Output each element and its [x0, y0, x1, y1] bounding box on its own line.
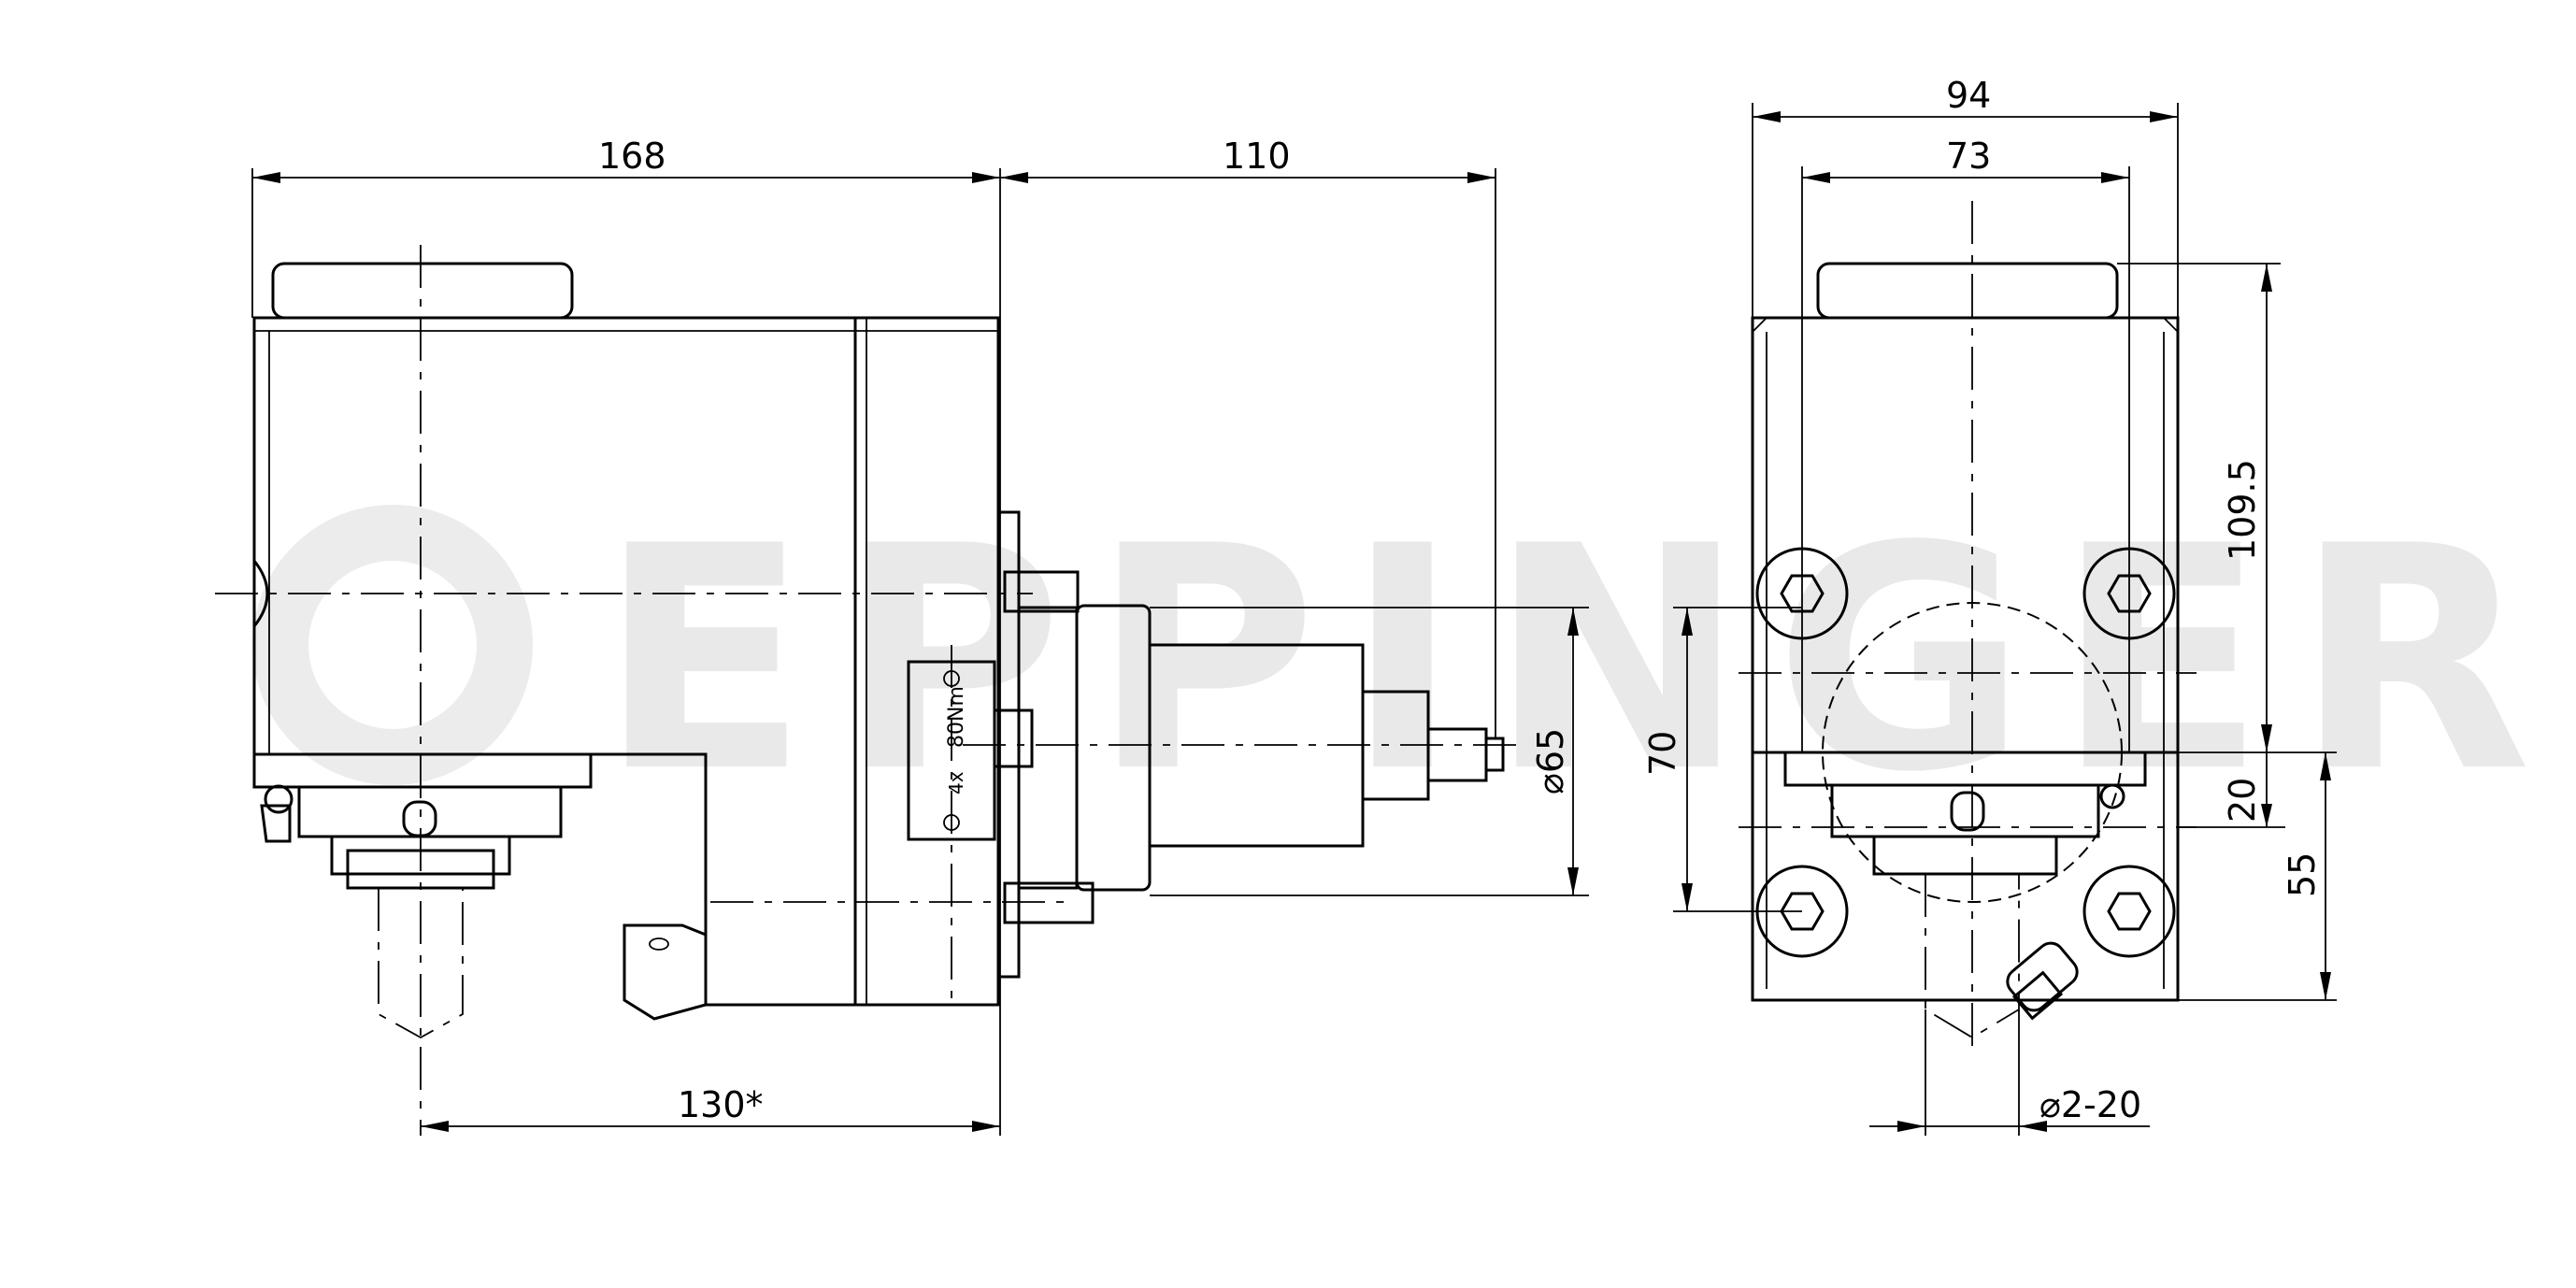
side-dimensions: 168 110 ⌀65 130*	[251, 136, 1589, 1136]
side-spindle-tip	[1484, 737, 1505, 772]
arrow-1095-top	[2261, 264, 2272, 292]
dim-73-label: 73	[1946, 136, 1991, 177]
arrow-110-right	[1467, 172, 1496, 183]
front-holder-collar	[1783, 751, 2147, 787]
arrow-d65-top	[1567, 608, 1579, 636]
side-view: 80Nm 4x	[215, 245, 1519, 1136]
watermark-group: EPPINGER	[252, 480, 2560, 839]
side-lower-pin	[1003, 881, 1095, 924]
dim-20-label: 20	[2222, 778, 2263, 823]
front-left-chamfer	[1752, 317, 1767, 333]
front-top-cap	[1816, 262, 2119, 320]
front-bolt-bottom-right	[2082, 865, 2176, 958]
arrow-168-left	[252, 172, 280, 183]
arrow-94-right	[2150, 111, 2178, 122]
front-right-chamfer	[2163, 317, 2179, 333]
side-coolant-connector	[623, 923, 708, 1021]
side-body-bulge	[252, 560, 269, 627]
arrow-55-bottom	[2320, 972, 2331, 1000]
side-holder-clamp	[260, 804, 292, 843]
front-coolant-connector	[2006, 941, 2079, 1021]
front-holder-nut	[1872, 835, 2058, 876]
arrow-70-bottom	[1682, 883, 1693, 911]
side-nameplate-subtext: 4x	[945, 771, 967, 794]
dim-168-label: 168	[598, 136, 666, 177]
arrow-130-right	[972, 1121, 1000, 1132]
side-nameplate-text: 80Nm	[945, 686, 968, 748]
arrow-1095-bottom	[2261, 724, 2272, 752]
front-bolt-top-right	[2082, 547, 2176, 640]
arrow-70-top	[1682, 608, 1693, 636]
arrow-130-left	[421, 1121, 449, 1132]
arrow-73-left	[1802, 172, 1830, 183]
side-nameplate-tab	[993, 708, 1034, 768]
front-holder-body	[1830, 783, 2100, 838]
dim-1095-label: 109.5	[2222, 459, 2263, 561]
dim-d220-label: ⌀2-20	[2039, 1084, 2141, 1125]
side-top-cap	[271, 262, 574, 320]
front-dimensions: 94 73 109.5 70 20 55 ⌀2-20	[1642, 75, 2337, 1136]
front-holder-screw	[2099, 783, 2125, 809]
side-holder-body	[297, 785, 563, 838]
side-upper-pin	[1003, 570, 1080, 613]
dim-130-label: 130*	[678, 1084, 764, 1125]
front-holder-key	[1950, 791, 1985, 832]
side-coolant-port	[649, 937, 669, 951]
dim-55-label: 55	[2282, 852, 2323, 897]
arrow-d220-left	[1897, 1121, 1925, 1132]
dim-70-label: 70	[1642, 731, 1683, 776]
dim-d65-label: ⌀65	[1530, 728, 1571, 794]
arrow-20-bottom	[2261, 804, 2272, 827]
arrow-110-left	[1000, 172, 1028, 183]
watermark-text: EPPINGER	[598, 480, 2560, 839]
dim-110-label: 110	[1223, 136, 1291, 177]
arrow-168-right	[972, 172, 1000, 183]
arrow-55-top	[2320, 752, 2331, 780]
side-tool-tip	[378, 888, 464, 1039]
arrow-94-left	[1753, 111, 1781, 122]
side-holder-nut	[330, 835, 511, 876]
watermark-logo	[252, 505, 533, 785]
arrow-d65-bottom	[1567, 867, 1579, 895]
front-tool-tip	[1925, 874, 2020, 1039]
front-bolt-top-left	[1755, 547, 1849, 640]
arrow-d220-right	[2019, 1121, 2047, 1132]
side-holder-key	[402, 800, 437, 837]
dim-94-label: 94	[1946, 75, 1991, 116]
arrow-73-right	[2101, 172, 2129, 183]
side-holder-screw	[264, 784, 293, 814]
